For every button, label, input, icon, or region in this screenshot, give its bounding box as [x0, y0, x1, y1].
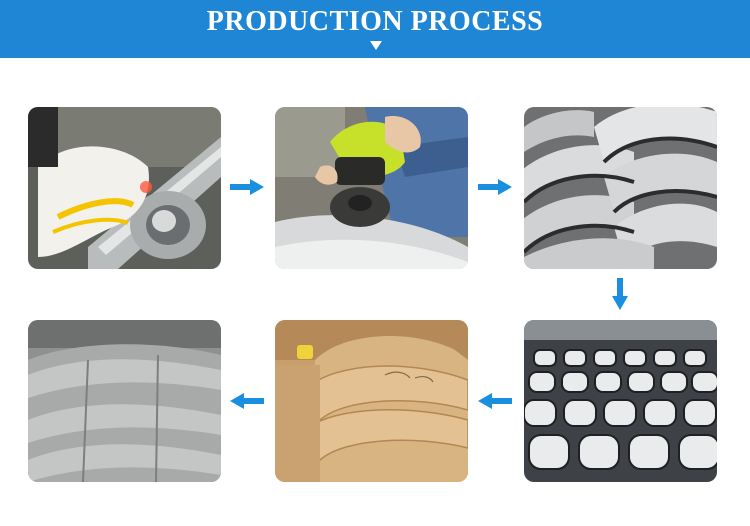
arrow-left-icon — [230, 393, 264, 409]
step-3-photo — [524, 107, 717, 269]
header-banner: PRODUCTION PROCESS — [0, 0, 750, 58]
arrow-down-icon — [612, 278, 628, 310]
arrow-left-icon — [478, 393, 512, 409]
wrapped-clamps-bundle-photo — [28, 320, 221, 482]
flange-pipe-welding-photo — [28, 107, 221, 269]
arrow-right-icon — [478, 179, 512, 195]
page-title: PRODUCTION PROCESS — [206, 6, 544, 37]
step-4-photo — [524, 320, 717, 482]
step-2-photo — [275, 107, 468, 269]
angle-grinder-polishing-photo — [275, 107, 468, 269]
caret-down-icon — [370, 41, 382, 50]
step-6-photo — [28, 320, 221, 482]
step-1-photo — [28, 107, 221, 269]
arrow-right-icon — [230, 179, 264, 195]
pipe-clamps-row-photo — [524, 320, 717, 482]
cardboard-packing-photo — [275, 320, 468, 482]
stainless-pipe-clamps-stacked-photo — [524, 107, 717, 269]
step-5-photo — [275, 320, 468, 482]
